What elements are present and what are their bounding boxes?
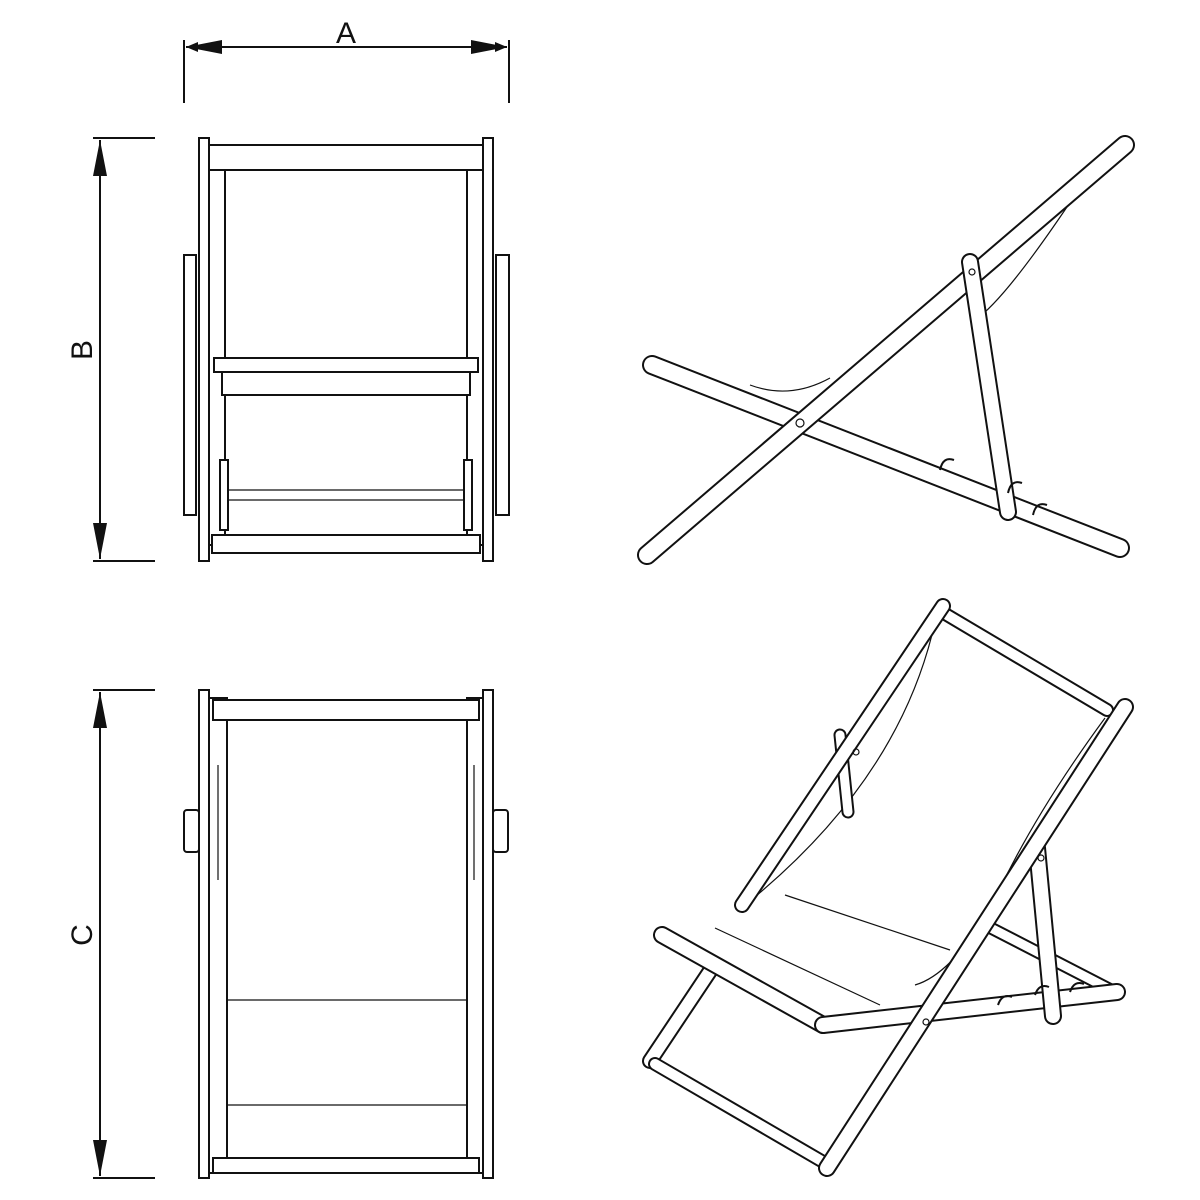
- top-view: [183, 689, 509, 1179]
- arrowheads: [186, 40, 507, 54]
- dimension-label-a: A: [336, 17, 356, 50]
- leg-left: [642, 960, 720, 1069]
- knob-right: [492, 809, 509, 853]
- post-right: [482, 137, 494, 562]
- support-strut: [961, 253, 1017, 521]
- seat-crossbar: [221, 371, 471, 396]
- hook-left: [219, 459, 229, 531]
- side-strut-left: [183, 254, 197, 516]
- seat-front-bar: [213, 357, 479, 373]
- post-left: [198, 137, 210, 562]
- front-view: [183, 137, 510, 562]
- dimension-b: B: [66, 137, 155, 562]
- back-right-rail: [818, 698, 1134, 1177]
- top-bar: [212, 699, 480, 721]
- pivot-icon: [922, 1018, 930, 1026]
- dimension-label-c: C: [66, 924, 99, 946]
- pivot-icon: [795, 418, 805, 428]
- dimension-c: C: [66, 689, 155, 1179]
- inner-rail-right: [466, 697, 484, 1174]
- hook-right: [463, 459, 473, 531]
- dimension-label-b: B: [66, 340, 99, 360]
- pin-icon: [968, 268, 976, 276]
- fabric-seam: [784, 894, 951, 951]
- fabric-back: [224, 169, 468, 361]
- fabric-sag: [749, 377, 831, 392]
- post-left: [198, 689, 210, 1179]
- top-bar: [208, 144, 484, 171]
- notch-hooks: [997, 982, 1085, 1006]
- fabric-seam: [714, 927, 881, 1006]
- side-strut-right: [495, 254, 510, 516]
- bottom-crossbar: [648, 1057, 832, 1170]
- notch-hooks: [939, 458, 1048, 516]
- top-crossbar: [940, 608, 1114, 717]
- post-right: [482, 689, 494, 1179]
- perspective-view: [642, 598, 1134, 1177]
- bottom-bar: [211, 534, 481, 554]
- knob-left: [183, 809, 200, 853]
- rear-rod: [642, 355, 1130, 558]
- support-strut: [1028, 839, 1062, 1025]
- side-view: [637, 135, 1135, 565]
- dimension-a: A: [183, 17, 510, 103]
- pivot-icon: [852, 748, 860, 756]
- seat-front-bar: [653, 926, 832, 1034]
- back-left-rail: [734, 598, 951, 913]
- back-rod: [637, 135, 1135, 565]
- bottom-bar: [212, 1157, 480, 1174]
- seat-side-rail: [814, 983, 1126, 1034]
- fabric-left-edge: [744, 621, 936, 906]
